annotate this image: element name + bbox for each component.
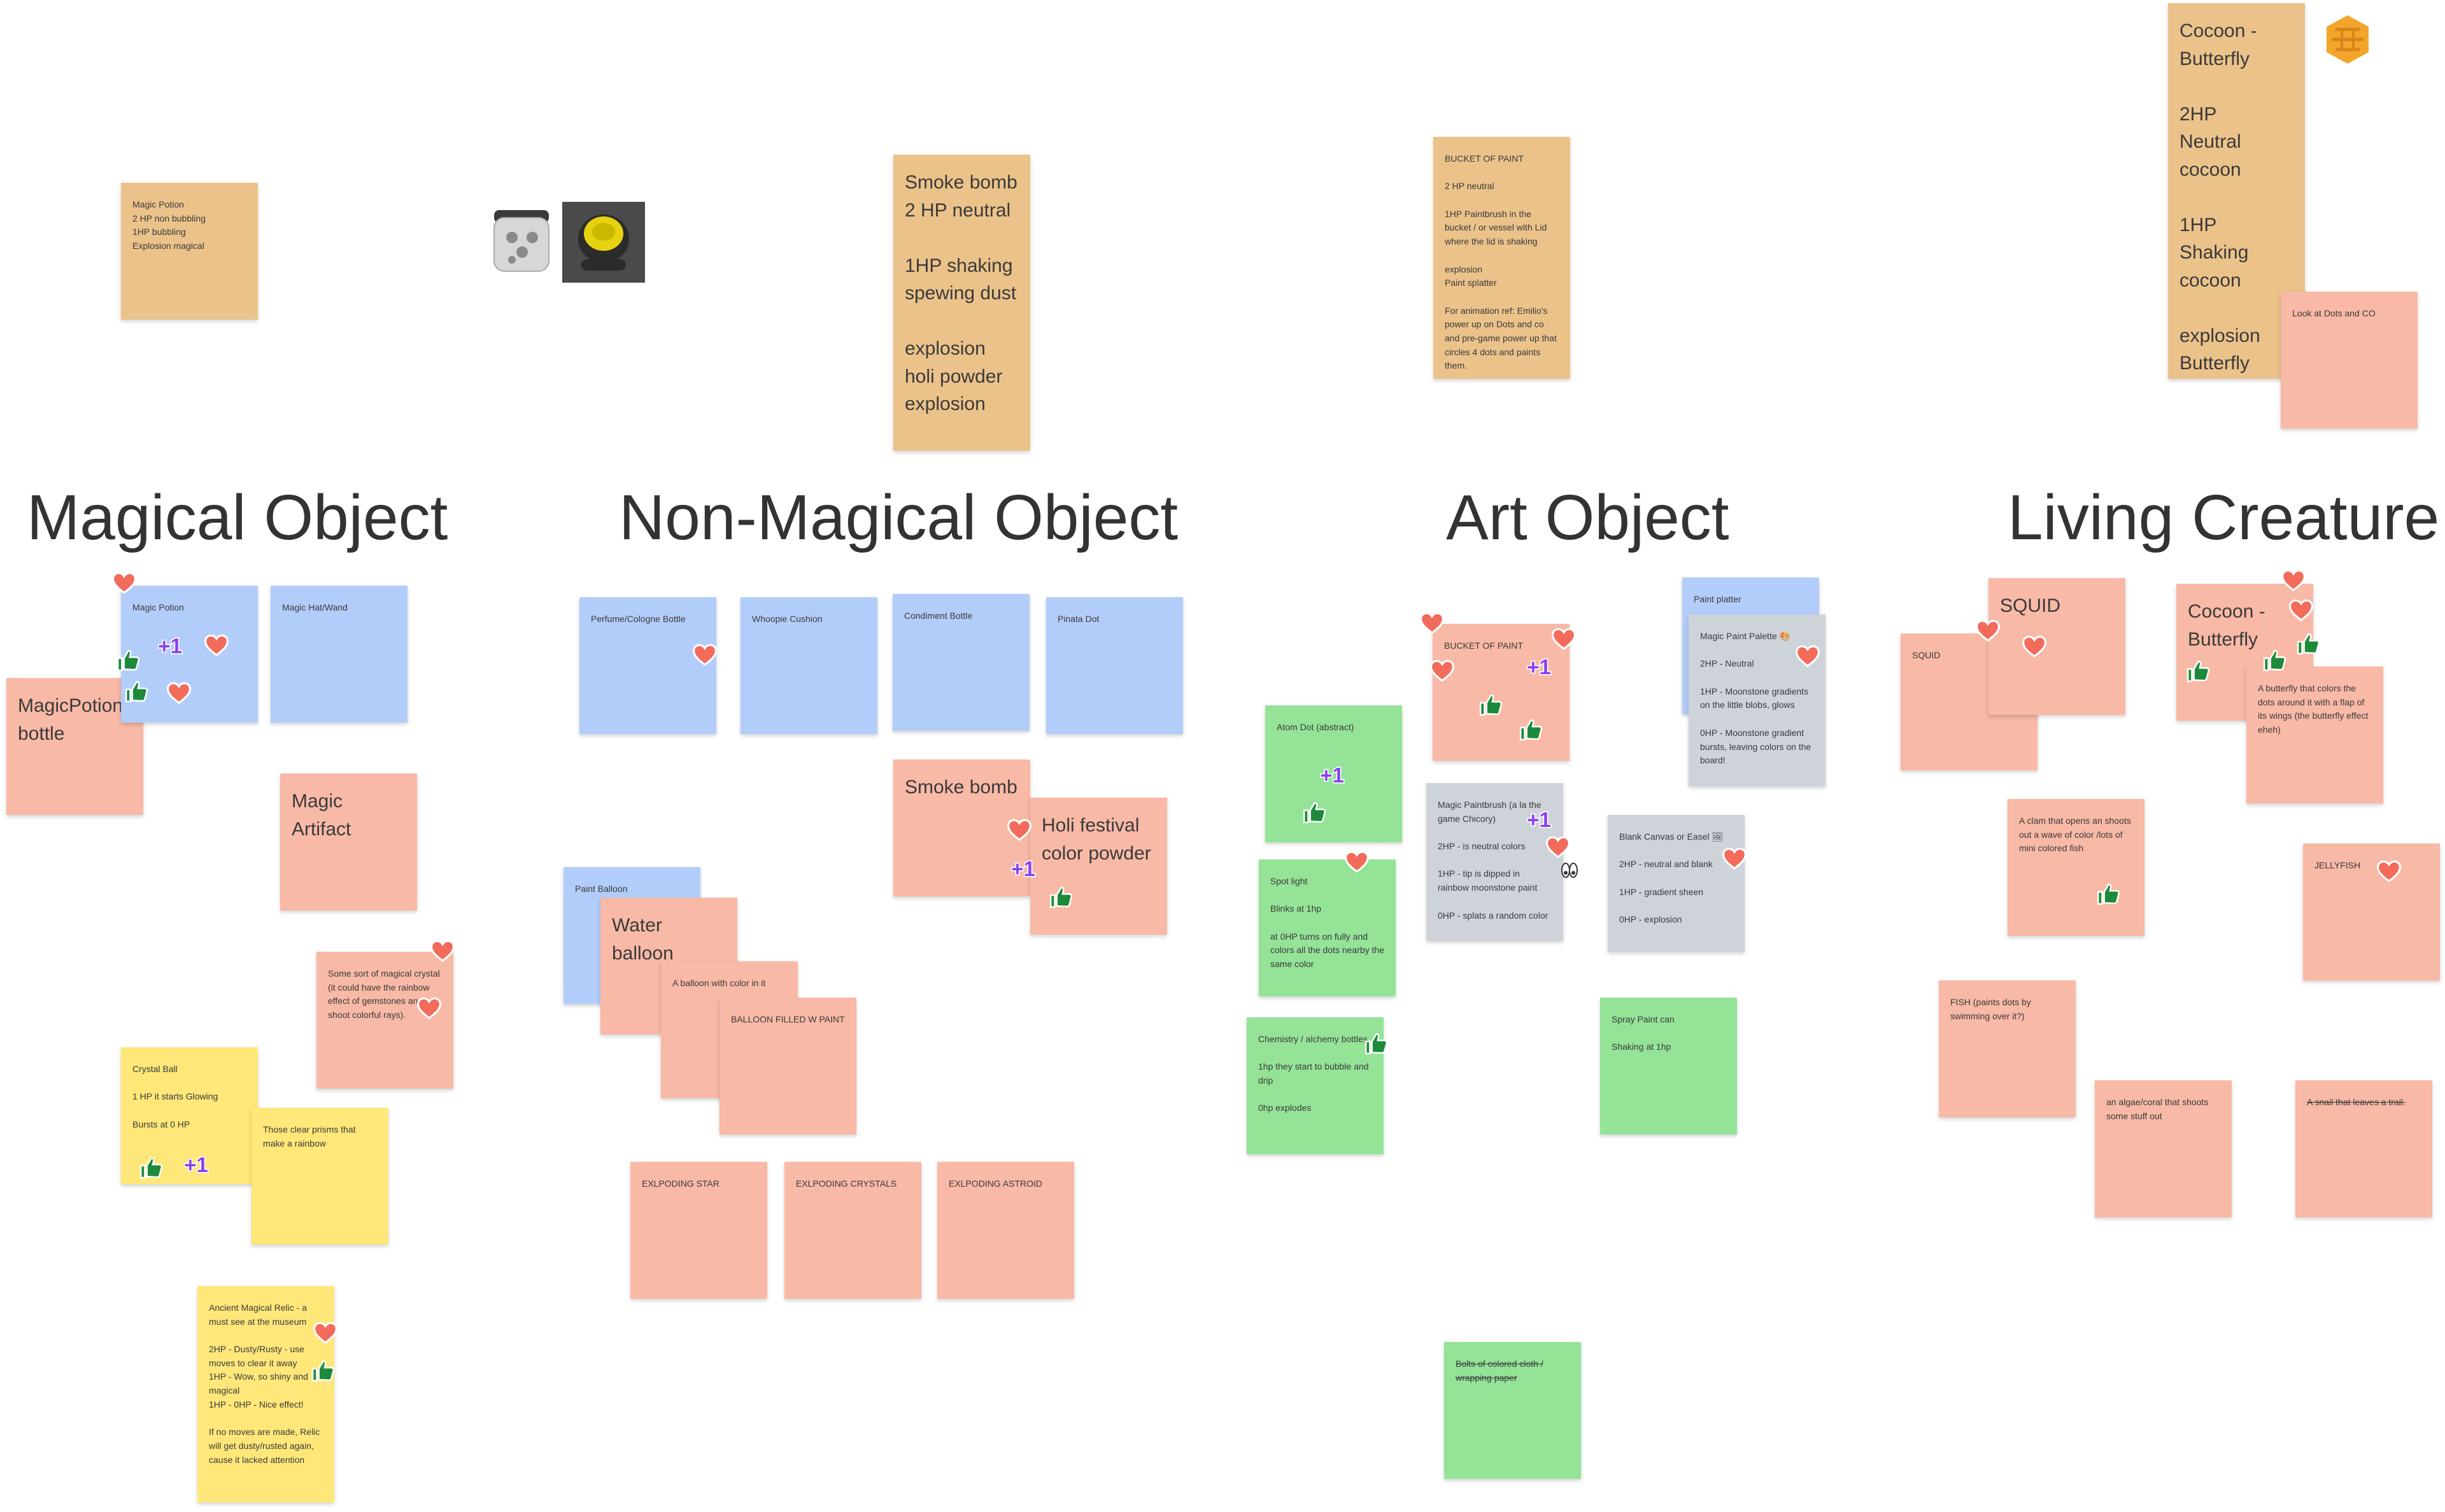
sticky-note[interactable]: Perfume/Cologne Bottle [579, 597, 716, 734]
heart-sticker-icon [430, 939, 455, 963]
plus-one-sticker-icon [1009, 856, 1037, 880]
heart-sticker-icon [1430, 659, 1454, 683]
thumbs-up-sticker-icon [2262, 648, 2286, 672]
heart-sticker-icon [313, 1321, 337, 1345]
heart-sticker-icon [1345, 850, 1369, 874]
thumbs-up-sticker-icon [1302, 800, 1326, 824]
sticky-note[interactable]: Condiment Bottle [893, 594, 1030, 731]
heart-sticker-icon [417, 996, 441, 1021]
heart-sticker-icon [112, 571, 136, 595]
thumbs-up-sticker-icon [124, 679, 148, 703]
sticky-note[interactable]: EXLPODING CRYSTALS [784, 1162, 921, 1299]
sticky-note[interactable]: A butterfly that colors the dots around … [2246, 667, 2383, 803]
heart-sticker-icon [1552, 627, 1576, 651]
sticky-note[interactable]: EXLPODING STAR [630, 1162, 767, 1299]
sticky-note[interactable]: A clam that opens an shoots out a wave o… [2008, 799, 2144, 936]
thumbs-up-sticker-icon [1049, 885, 1073, 909]
dice-icon[interactable] [493, 209, 550, 272]
sticky-note[interactable]: Those clear prisms that make a rainbow [252, 1108, 388, 1245]
sticky-note[interactable]: Blank Canvas or Easel 🖼 2HP - neutral an… [1608, 815, 1745, 952]
sticky-note[interactable]: JELLYFISH [2303, 844, 2440, 980]
plus-one-sticker-icon [1525, 807, 1553, 831]
sticky-note[interactable]: Pinata Dot [1046, 597, 1183, 734]
sticky-note[interactable]: an algae/coral that shoots some stuff ou… [2095, 1080, 2232, 1217]
heart-sticker-icon [2022, 635, 2046, 659]
thumbs-up-sticker-icon [2096, 882, 2120, 906]
heart-sticker-icon [1722, 847, 1747, 871]
sticky-note[interactable]: Magic Artifact [280, 774, 417, 910]
sticky-note[interactable]: FISH (paints dots by swimming over it?) [1939, 980, 2076, 1117]
thumbs-up-sticker-icon [1519, 717, 1543, 742]
sticky-note[interactable]: Spot light Blinks at 1hp at 0HP turns on… [1259, 859, 1396, 996]
heart-sticker-icon [1420, 611, 1444, 635]
sticky-note[interactable]: Spray Paint can Shaking at 1hp [1600, 998, 1737, 1134]
sticky-note[interactable]: Ancient Magical Relic - a must see at th… [197, 1286, 334, 1502]
thumbs-up-sticker-icon [311, 1359, 335, 1383]
heart-sticker-icon [1796, 644, 1820, 668]
sticky-note[interactable]: Smoke bomb [893, 760, 1030, 896]
sticky-note[interactable]: A snail that leaves a trail. [2295, 1080, 2432, 1217]
heart-sticker-icon [1976, 619, 2000, 643]
sticky-note[interactable]: Holi festival color powder [1030, 798, 1167, 935]
sticky-note[interactable]: Chemistry / alchemy bottles 1hp they sta… [1247, 1017, 1384, 1154]
plus-one-sticker-icon [1525, 654, 1553, 679]
sticky-note[interactable]: Cocoon - Butterfly 2HP Neutral cocoon 1H… [2168, 3, 2305, 379]
header-magical-object: Magical Object [27, 482, 448, 553]
thumbs-up-sticker-icon [2296, 632, 2320, 656]
honeycomb-icon[interactable] [2324, 14, 2371, 65]
cauldron-icon[interactable] [562, 202, 645, 283]
header-art-object: Art Object [1446, 482, 1729, 553]
sticky-note[interactable]: Magic Paint Palette 🎨 2HP - Neutral 1HP … [1689, 614, 1825, 786]
sticky-note[interactable]: Look at Dots and CO [2281, 292, 2418, 428]
heart-sticker-icon [204, 633, 229, 658]
plus-one-sticker-icon [156, 633, 184, 658]
heart-sticker-icon [2377, 859, 2401, 884]
heart-sticker-icon [2281, 569, 2306, 593]
heart-sticker-icon [693, 643, 717, 667]
sticky-note[interactable]: Some sort of magical crystal (it could h… [316, 952, 453, 1089]
sticky-note[interactable]: Bolts of colored cloth / wrapping paper [1444, 1342, 1581, 1479]
heart-sticker-icon [1007, 818, 1031, 842]
sticky-note[interactable]: Magic Paintbrush (a la the game Chicory)… [1426, 783, 1563, 941]
heart-sticker-icon [167, 681, 191, 705]
sticky-note[interactable]: BUCKET OF PAINT 2 HP neutral 1HP Paintbr… [1433, 137, 1570, 379]
thumbs-up-sticker-icon [139, 1155, 163, 1180]
sticky-note[interactable]: Whoopie Cushion [741, 597, 877, 734]
sticky-note[interactable]: SQUID [1988, 578, 2125, 715]
heart-sticker-icon [2289, 598, 2313, 623]
sticky-note[interactable]: Smoke bomb 2 HP neutral 1HP shaking spew… [893, 155, 1030, 451]
thumbs-up-sticker-icon [1364, 1031, 1388, 1056]
header-living-creature: Living Creature [2008, 482, 2440, 553]
plus-one-sticker-icon [182, 1152, 210, 1176]
sticky-note[interactable]: BUCKET OF PAINT [1433, 624, 1570, 761]
thumbs-up-sticker-icon [2186, 659, 2210, 683]
eyes-icon [1560, 861, 1579, 880]
sticky-note[interactable]: MagicPotion bottle [6, 678, 143, 815]
heart-sticker-icon [1546, 835, 1570, 859]
sticky-note[interactable]: EXLPODING ASTROID [937, 1162, 1074, 1299]
sticky-note[interactable]: Atom Dot (abstract) [1265, 705, 1402, 842]
thumbs-up-sticker-icon [116, 648, 140, 672]
header-non-magical-object: Non-Magical Object [619, 482, 1179, 553]
sticky-note[interactable]: BALLOON FILLED W PAINT [719, 998, 856, 1134]
plus-one-sticker-icon [1318, 763, 1346, 787]
sticky-note[interactable]: Magic Hat/Wand [271, 586, 408, 723]
thumbs-up-sticker-icon [1478, 693, 1503, 717]
sticky-note[interactable]: Magic Potion 2 HP non bubbling 1HP bubbl… [121, 183, 258, 320]
